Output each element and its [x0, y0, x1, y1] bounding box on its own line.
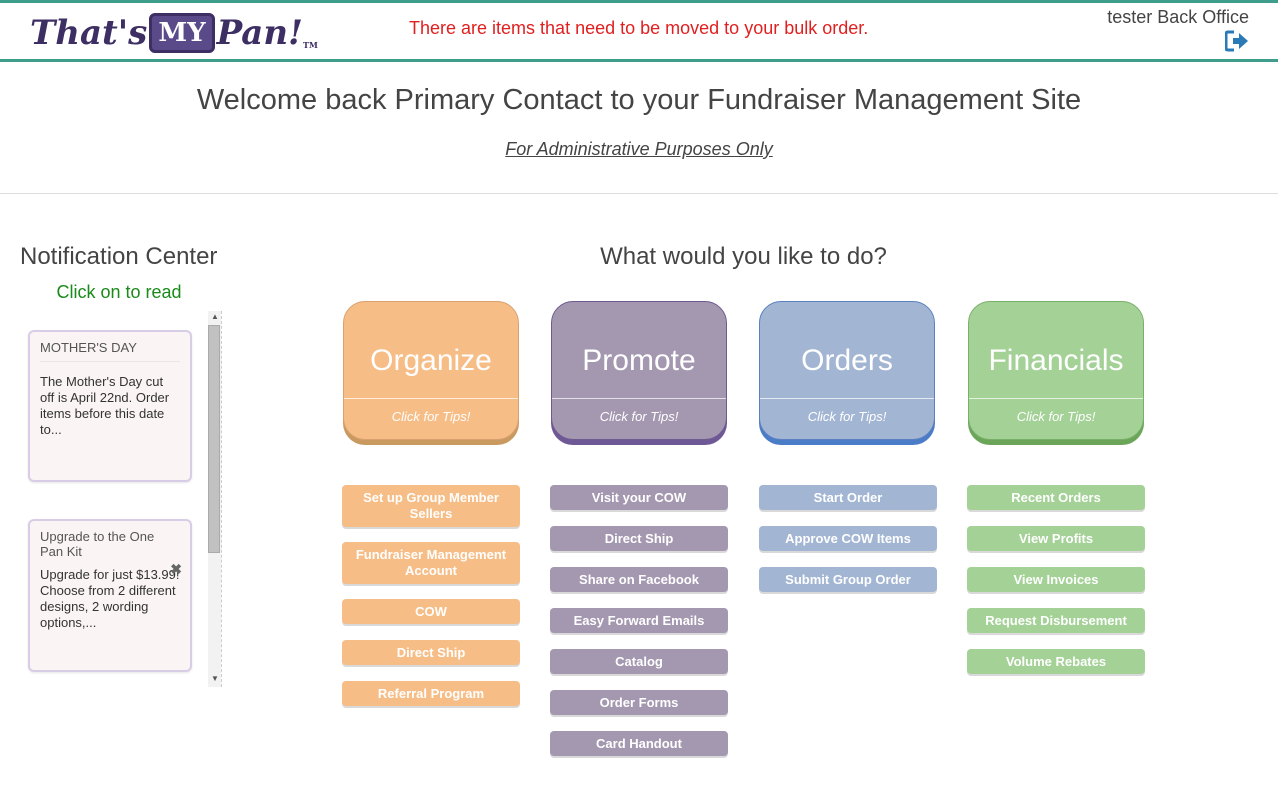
header-top-border: [0, 0, 1278, 3]
tips-link[interactable]: Click for Tips!: [552, 398, 726, 434]
section-divider: [0, 193, 1278, 194]
tips-link[interactable]: Click for Tips!: [344, 398, 518, 434]
notification-body: Upgrade for just $13.99! Choose from 2 d…: [40, 567, 180, 630]
catalog-button[interactable]: Catalog: [550, 649, 728, 674]
scrollbar-thumb[interactable]: [208, 325, 220, 553]
close-icon[interactable]: ✖: [170, 561, 182, 577]
tile-label: Organize: [370, 344, 492, 377]
recent-orders-button[interactable]: Recent Orders: [967, 485, 1145, 510]
logo-trademark: TM: [302, 40, 318, 50]
fundraiser-management-account-button[interactable]: Fundraiser Management Account: [342, 542, 520, 584]
request-disbursement-button[interactable]: Request Disbursement: [967, 608, 1145, 633]
admin-note: For Administrative Purposes Only: [505, 139, 773, 159]
scroll-down-icon[interactable]: ▼: [211, 674, 219, 683]
promote-direct-ship-button[interactable]: Direct Ship: [550, 526, 728, 551]
notification-card[interactable]: Upgrade to the One Pan Kit ✖ Upgrade for…: [28, 519, 192, 672]
setup-group-member-sellers-button[interactable]: Set up Group Member Sellers: [342, 485, 520, 527]
tips-link[interactable]: Click for Tips!: [969, 398, 1143, 434]
notification-list[interactable]: MOTHER'S DAY The Mother's Day cut off is…: [24, 311, 222, 687]
card-handout-button[interactable]: Card Handout: [550, 731, 728, 756]
user-name: tester Back Office: [1107, 7, 1249, 27]
tile-label: Promote: [582, 344, 696, 377]
actions-question: What would you like to do?: [600, 243, 887, 270]
tile-label: Financials: [988, 344, 1124, 377]
view-profits-button[interactable]: View Profits: [967, 526, 1145, 551]
view-invoices-button[interactable]: View Invoices: [967, 567, 1145, 592]
easy-forward-emails-button[interactable]: Easy Forward Emails: [550, 608, 728, 633]
notification-center-subtitle: Click on to read: [56, 282, 182, 302]
referral-program-button[interactable]: Referral Program: [342, 681, 520, 706]
tips-link[interactable]: Click for Tips!: [760, 398, 934, 434]
logout-icon[interactable]: [1225, 30, 1249, 52]
logo-text: That's: [30, 13, 148, 53]
submit-group-order-button[interactable]: Submit Group Order: [759, 567, 937, 592]
start-order-button[interactable]: Start Order: [759, 485, 937, 510]
brand-logo[interactable]: That's MY Pan! TM: [30, 10, 318, 56]
notification-body: The Mother's Day cut off is April 22nd. …: [40, 374, 170, 437]
logo-text-my: MY: [149, 13, 215, 53]
scroll-up-icon[interactable]: ▲: [211, 312, 219, 321]
share-on-facebook-button[interactable]: Share on Facebook: [550, 567, 728, 592]
organize-tile[interactable]: Organize Click for Tips!: [343, 301, 519, 440]
approve-cow-items-button[interactable]: Approve COW Items: [759, 526, 937, 551]
orders-tile[interactable]: Orders Click for Tips!: [759, 301, 935, 440]
visit-cow-button[interactable]: Visit your COW: [550, 485, 728, 510]
bulk-order-alert[interactable]: There are items that need to be moved to…: [409, 18, 869, 38]
notification-title: MOTHER'S DAY: [40, 340, 180, 362]
financials-tile[interactable]: Financials Click for Tips!: [968, 301, 1144, 440]
notification-center-title: Notification Center: [20, 243, 218, 270]
notification-title: Upgrade to the One Pan Kit: [40, 529, 155, 559]
organize-direct-ship-button[interactable]: Direct Ship: [342, 640, 520, 665]
logo-text-pan: Pan!: [216, 13, 303, 53]
promote-tile[interactable]: Promote Click for Tips!: [551, 301, 727, 440]
tile-label: Orders: [801, 344, 893, 377]
cow-button[interactable]: COW: [342, 599, 520, 624]
order-forms-button[interactable]: Order Forms: [550, 690, 728, 715]
volume-rebates-button[interactable]: Volume Rebates: [967, 649, 1145, 674]
header: That's MY Pan! TM There are items that n…: [0, 3, 1278, 62]
welcome-title: Welcome back Primary Contact to your Fun…: [196, 84, 1082, 116]
notification-card[interactable]: MOTHER'S DAY The Mother's Day cut off is…: [28, 330, 192, 482]
